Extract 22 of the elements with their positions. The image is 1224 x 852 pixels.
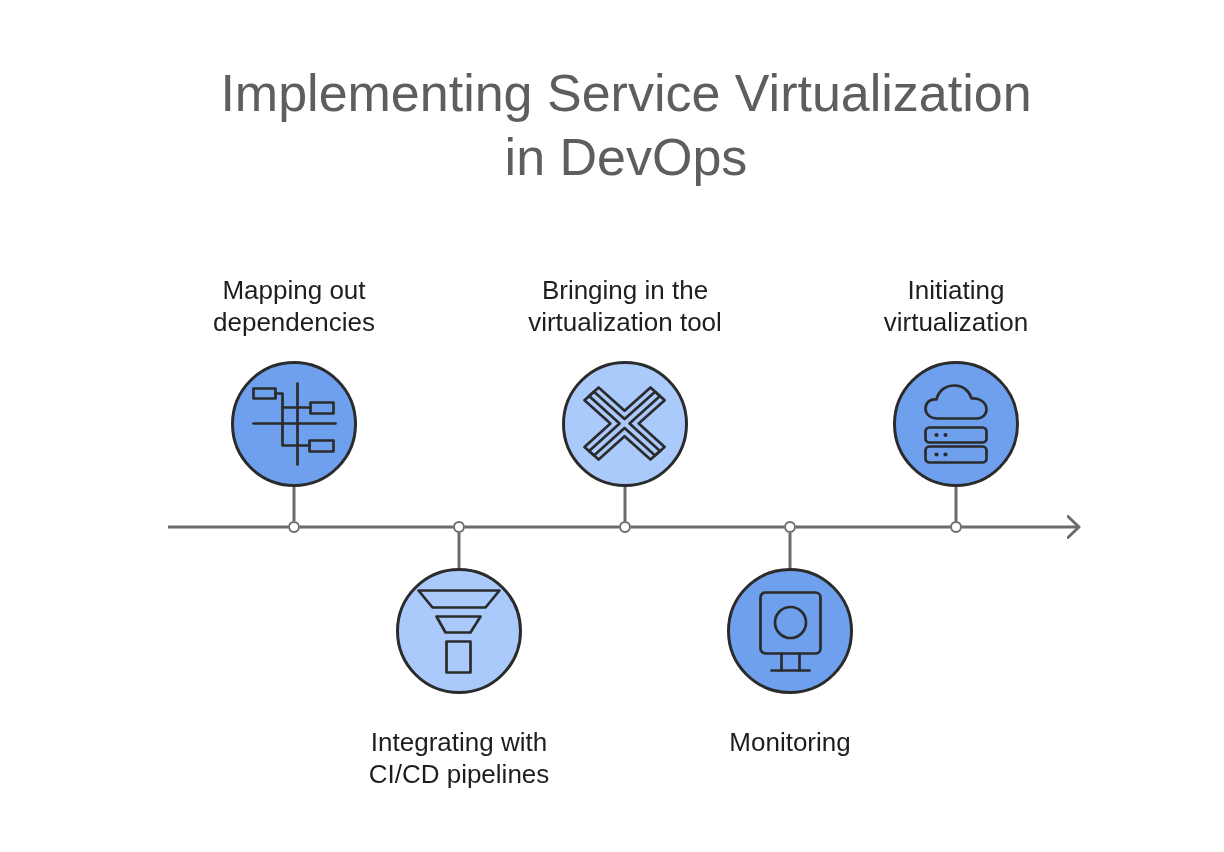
timeline-dot (950, 521, 962, 533)
timeline-segment (796, 525, 950, 529)
step-label: Initiating virtualization (882, 274, 1030, 338)
connector-line (292, 487, 296, 521)
timeline-dot (784, 521, 796, 533)
connector-line (954, 487, 958, 521)
connector-line (457, 533, 461, 568)
step-label: Mapping out dependencies (212, 274, 376, 338)
step-label: Integrating with CI/CD pipelines (367, 726, 551, 790)
diagram-title: Implementing Service Virtualization in DevOps (219, 63, 1033, 188)
timeline-segment (465, 525, 619, 529)
timeline-dot (619, 521, 631, 533)
timeline-dot (453, 521, 465, 533)
timeline-dot (288, 521, 300, 533)
timeline-segment (631, 525, 784, 529)
timeline-segment (168, 525, 288, 529)
connector-line (623, 487, 627, 521)
timeline-arrow (962, 515, 1081, 539)
timeline-segment (300, 525, 453, 529)
connector-line (788, 533, 792, 568)
step-label: Monitoring (728, 726, 852, 758)
step-label: Bringing in the virtualization tool (527, 274, 723, 338)
